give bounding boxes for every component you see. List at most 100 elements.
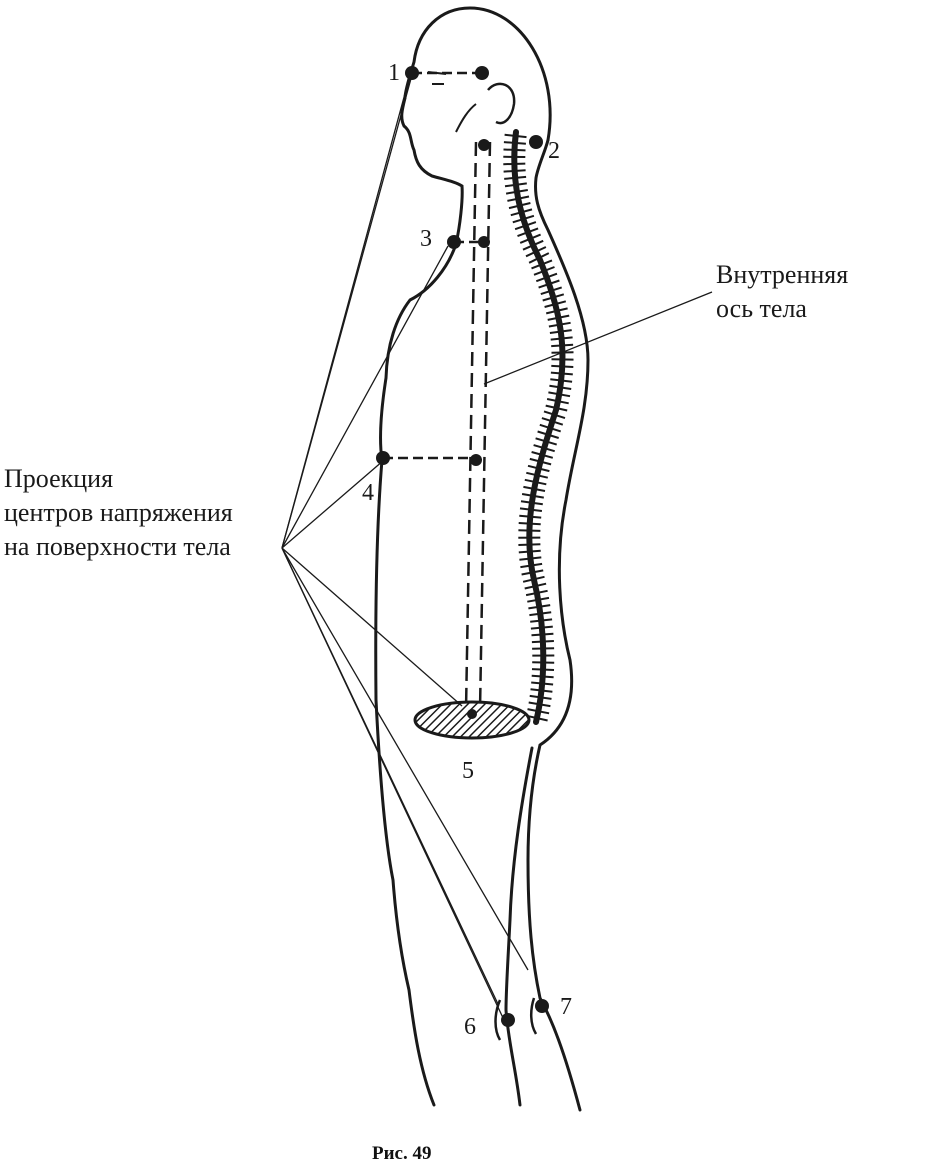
vertebra-tick [551, 364, 574, 368]
vertebra-tick [518, 543, 541, 546]
center-points [376, 66, 549, 1027]
vertebra-tick [504, 175, 527, 180]
vertebra-tick [550, 371, 573, 376]
vertebra-tick [525, 589, 548, 597]
cheek-line [455, 103, 477, 133]
projection-label-line3: на поверхности тела [4, 532, 231, 561]
inner-leg-contour [504, 746, 534, 1107]
vertebra-tick [528, 604, 551, 610]
internal-axis-right [478, 141, 492, 711]
vertebra-tick [514, 221, 537, 231]
vertebra-tick [512, 214, 535, 224]
lower-center-ellipse [413, 700, 531, 740]
vertebra-tick [541, 417, 564, 426]
point-6 [501, 1013, 515, 1027]
vertebra-tick [503, 141, 526, 145]
vertebra-tick [524, 582, 547, 590]
vertebra-tick [529, 694, 552, 700]
vertebra-tick [504, 133, 527, 139]
figure-caption: Рис. 49 [372, 1143, 432, 1164]
projection-leader-lines [281, 74, 529, 1021]
internal-axis-label: Внутренняя ось тела [716, 258, 848, 326]
vertebra-tick [530, 688, 553, 693]
point-5 [467, 709, 477, 719]
internal-axis-left [464, 141, 478, 711]
vertebra-tick [543, 410, 566, 420]
vertebra-tick [520, 500, 543, 506]
vertebra-tick [532, 647, 555, 650]
point-number-5: 5 [462, 758, 474, 784]
point-2 [529, 135, 543, 149]
vertebra-tick [522, 239, 544, 251]
vertebra-tick [538, 279, 560, 289]
vertebra-tick [530, 618, 553, 623]
point-4-axis [470, 454, 482, 466]
vertebra-tick [525, 714, 548, 722]
vertebra-tick [521, 493, 544, 499]
point-number-4: 4 [362, 480, 374, 506]
vertebra-tick [503, 162, 526, 166]
vertebra-tick [537, 430, 559, 439]
vertebra-tick [533, 266, 555, 276]
vertebra-tick [520, 562, 543, 569]
body-back-contour [526, 138, 590, 1112]
vertebra-tick [548, 321, 571, 328]
vertebra-tick [524, 478, 547, 486]
vertebra-tick [531, 640, 554, 644]
point-number-3: 3 [420, 226, 432, 252]
point-number-2: 2 [548, 138, 560, 164]
vertebra-tick [542, 293, 565, 302]
vertebra-tick [527, 708, 550, 715]
spine [511, 129, 566, 725]
vertebra-tick [531, 632, 554, 637]
vertebra-tick [507, 195, 530, 202]
vertebra-tick [526, 471, 549, 479]
vertebra-tick [531, 259, 553, 270]
vertebra-tick [517, 227, 539, 238]
vertebra-tick [550, 378, 573, 383]
point-2-axis [478, 139, 490, 151]
vertebra-tick [530, 625, 553, 630]
vertebra-tick [518, 549, 541, 554]
vertebra-tick [529, 457, 552, 466]
vertebra-tick [522, 575, 545, 583]
vertebra-tick [531, 451, 554, 459]
vertebra-tick [545, 307, 568, 315]
axis-leader-line [483, 291, 713, 385]
vertebra-tick [508, 202, 531, 210]
point-4-front [376, 451, 390, 465]
vertebra-tick [549, 384, 572, 390]
vertebra-tick [546, 398, 569, 405]
vertebra-tick [525, 246, 547, 258]
vertebra-tick [518, 529, 541, 532]
vertebra-tick [519, 507, 543, 512]
vertebra-tick [529, 611, 552, 617]
vertebra-tick [531, 668, 555, 671]
knee-mark-6 [494, 999, 502, 1041]
internal-axis-label-line1: Внутренняя [716, 260, 849, 289]
body-front-contour [374, 6, 552, 1107]
point-1-back [475, 66, 489, 80]
point-number-7: 7 [560, 994, 572, 1020]
point-7 [535, 999, 549, 1013]
vertebra-tick [527, 464, 550, 473]
vertebra-tick [504, 182, 527, 188]
vertebra-tick [551, 343, 574, 348]
vertebra-tick [533, 444, 555, 453]
vertebra-tick [531, 674, 554, 679]
point-3-front [447, 235, 461, 249]
vertebra-tick [521, 569, 544, 576]
vertebra-tick [548, 391, 571, 398]
point-number-6: 6 [464, 1014, 476, 1040]
projection-label-line1: Проекция [4, 464, 114, 493]
vertebra-tick [519, 556, 542, 561]
vertebra-tick [544, 300, 567, 308]
vertebra-tick [539, 423, 562, 433]
projection-label: Проекция центров напряжения на поверхнос… [4, 462, 233, 564]
internal-axis-label-line2: ось тела [716, 294, 807, 323]
vertebra-tick [519, 233, 541, 244]
point-3-axis [478, 236, 490, 248]
vertebra-tick [535, 272, 558, 283]
vertebra-tick [510, 208, 533, 217]
vertebra-tick [527, 596, 550, 603]
